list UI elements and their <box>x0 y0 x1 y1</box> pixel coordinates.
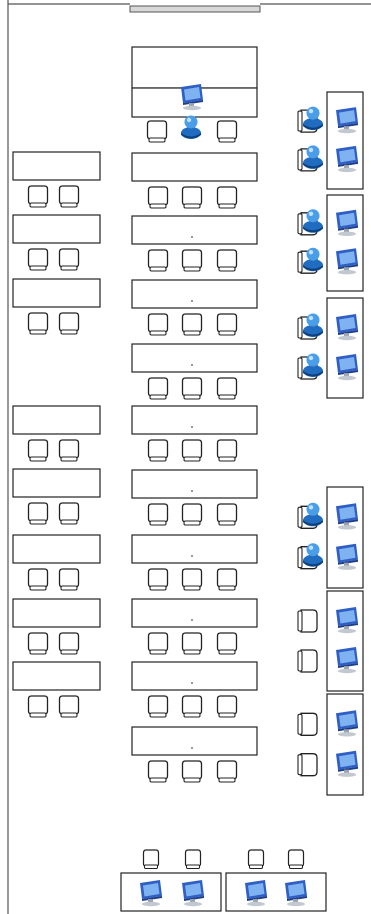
chair-icon <box>58 502 80 525</box>
student-desk <box>131 279 258 309</box>
left-desk-column <box>12 151 101 718</box>
chair-icon <box>297 649 318 673</box>
chair-icon <box>216 313 238 336</box>
chair-icon <box>147 695 169 718</box>
chair-icon <box>142 849 160 870</box>
computer-table <box>326 297 364 399</box>
desk-mark <box>191 490 193 492</box>
student-desk <box>131 661 258 691</box>
student-desk <box>131 405 258 435</box>
student-desk <box>131 469 258 499</box>
chair-icon <box>27 439 49 462</box>
student-desk <box>12 151 101 181</box>
desk-mark <box>191 682 193 684</box>
chair-icon <box>216 632 238 655</box>
student-desk <box>12 468 101 498</box>
bottom-computer-stations <box>120 849 327 912</box>
student-desk <box>12 534 101 564</box>
chair-icon <box>147 503 169 526</box>
center-desk-column <box>131 152 258 783</box>
chair-icon <box>216 439 238 462</box>
chair-icon <box>147 632 169 655</box>
chair-icon <box>184 849 202 870</box>
chair-icon <box>147 439 169 462</box>
chair-icon <box>181 439 203 462</box>
chair-icon <box>181 313 203 336</box>
teacher-chair-icon <box>216 120 238 143</box>
chair-icon <box>58 312 80 335</box>
computer-table <box>326 693 364 796</box>
chair-icon <box>181 632 203 655</box>
student-desk <box>131 534 258 564</box>
door <box>129 5 261 13</box>
student-desk <box>12 405 101 435</box>
desk-mark <box>191 236 193 238</box>
computer-table <box>326 91 364 190</box>
chair-icon <box>216 186 238 209</box>
chair-icon <box>27 312 49 335</box>
chair-icon <box>147 377 169 400</box>
chair-icon <box>216 377 238 400</box>
chair-icon <box>27 695 49 718</box>
chair-icon <box>181 186 203 209</box>
chair-icon <box>181 377 203 400</box>
chair-icon <box>58 185 80 208</box>
chair-icon <box>27 632 49 655</box>
computer-table <box>225 872 327 912</box>
chair-icon <box>181 568 203 591</box>
chair-icon <box>181 503 203 526</box>
chair-icon <box>58 568 80 591</box>
chair-icon <box>147 568 169 591</box>
chair-icon <box>297 753 318 777</box>
chair-icon <box>297 609 318 633</box>
chair-icon <box>58 439 80 462</box>
student-desk <box>131 726 258 756</box>
chair-icon <box>181 249 203 272</box>
chair-icon <box>181 695 203 718</box>
computer-table <box>326 486 364 589</box>
chair-icon <box>27 248 49 271</box>
teacher-desk <box>131 46 258 118</box>
computer-table <box>120 872 222 912</box>
teacher-chair-icon <box>146 120 168 143</box>
student-desk <box>131 598 258 628</box>
computer-table <box>326 590 364 692</box>
chair-icon <box>216 695 238 718</box>
student-desk <box>12 214 101 244</box>
chair-icon <box>216 568 238 591</box>
student-desk <box>131 152 258 182</box>
chair-icon <box>147 760 169 783</box>
desk-mark <box>191 300 193 302</box>
chair-icon <box>297 712 318 736</box>
desk-mark <box>191 555 193 557</box>
chair-icon <box>147 249 169 272</box>
chair-icon <box>27 185 49 208</box>
teacher-person-icon <box>181 115 201 139</box>
chair-icon <box>181 760 203 783</box>
student-desk <box>12 661 101 691</box>
chair-icon <box>287 849 305 870</box>
chair-icon <box>58 632 80 655</box>
chair-icon <box>58 695 80 718</box>
student-desk <box>131 343 258 373</box>
right-computer-stations <box>297 91 364 796</box>
student-desk <box>12 598 101 628</box>
chair-icon <box>58 248 80 271</box>
chair-icon <box>216 760 238 783</box>
desk-mark <box>191 747 193 749</box>
desk-mark <box>191 426 193 428</box>
computer-table <box>326 194 364 292</box>
desk-mark <box>191 364 193 366</box>
chair-icon <box>216 249 238 272</box>
chair-icon <box>216 503 238 526</box>
student-desk <box>12 278 101 308</box>
chair-icon <box>27 568 49 591</box>
student-desk <box>131 215 258 245</box>
chair-icon <box>247 849 265 870</box>
chair-icon <box>147 313 169 336</box>
chair-icon <box>147 186 169 209</box>
chair-icon <box>27 502 49 525</box>
desk-mark <box>191 619 193 621</box>
